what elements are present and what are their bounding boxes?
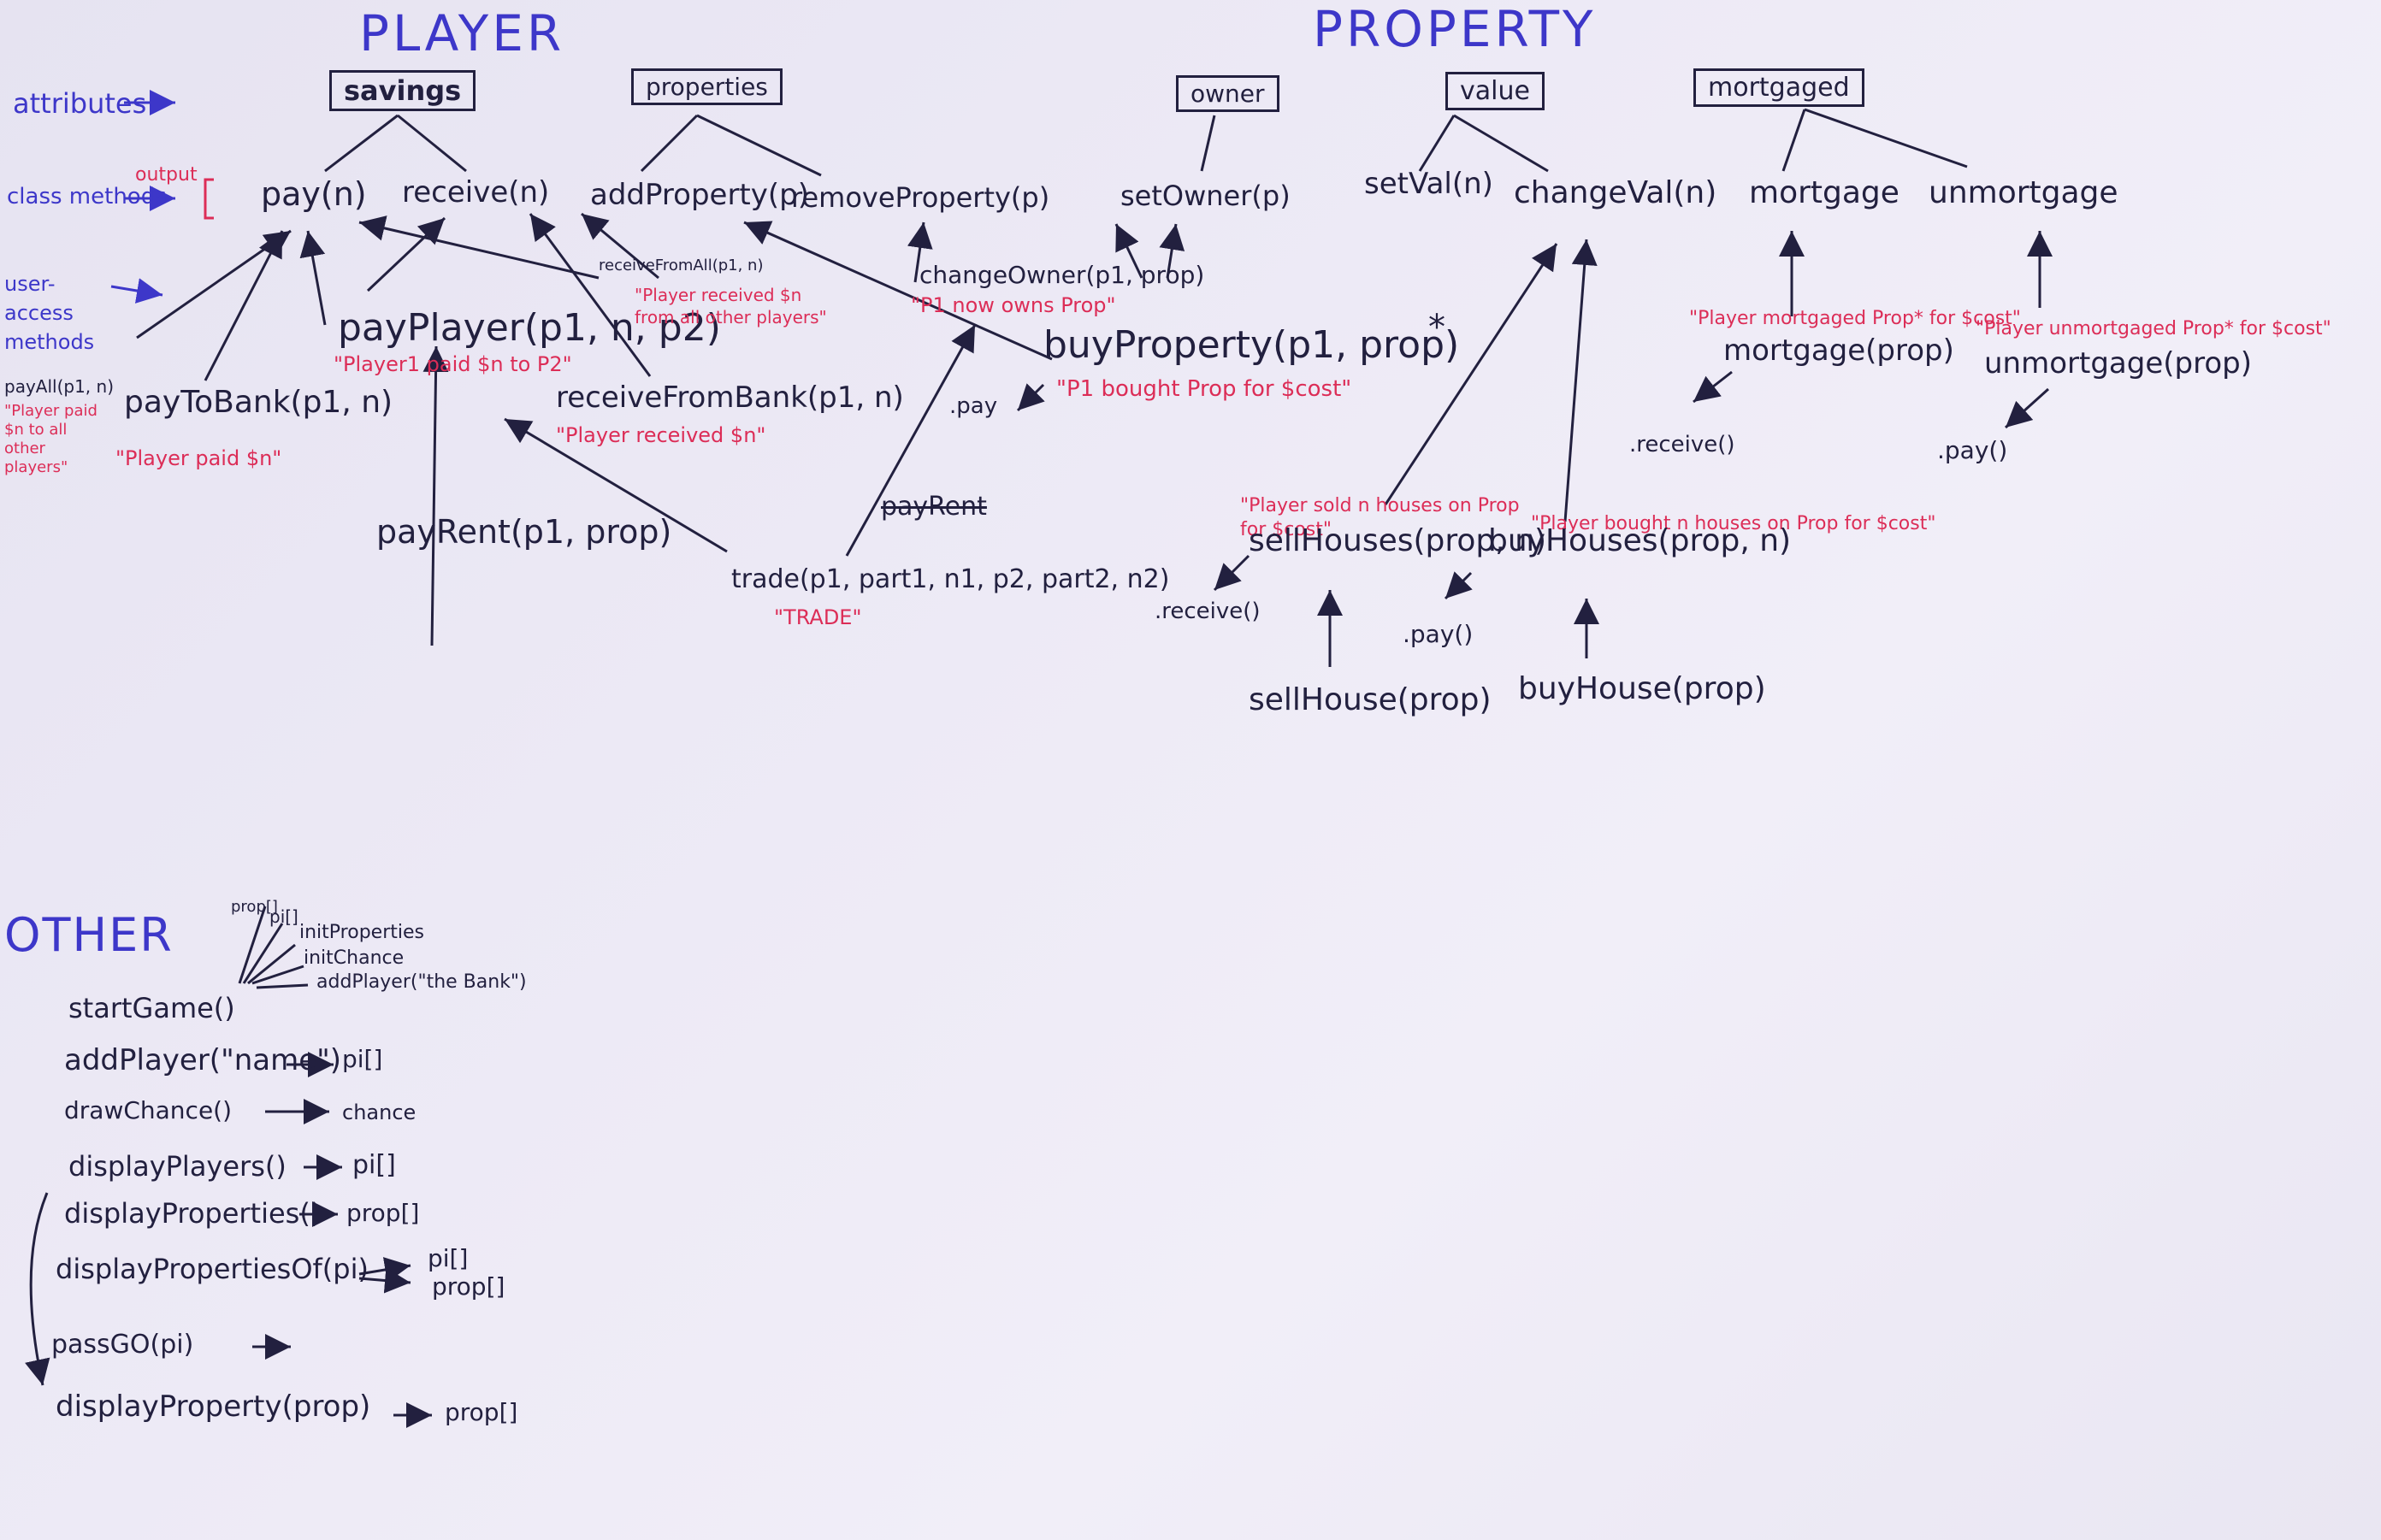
- init-chance: initChance: [304, 947, 405, 969]
- method-unmortgage: unmortgage: [1929, 175, 2118, 210]
- other-pass-go: passGO(pi): [51, 1330, 194, 1360]
- other-draw-chance: drawChance(): [64, 1096, 233, 1124]
- user-access-row-label: user-access methods: [4, 272, 95, 354]
- method-add-property: addProperty(p): [590, 178, 809, 212]
- user-method-unmortgage: unmortgage(prop): [1984, 346, 2252, 381]
- method-change-val: changeVal(n): [1514, 175, 1717, 210]
- user-method-sell-houses: sellHouses(prop, n): [1249, 523, 1547, 558]
- init-pi-array: pi[]: [269, 906, 298, 927]
- crossed-pay-rent: payRent: [881, 492, 987, 522]
- player-heading: PLAYER: [359, 4, 565, 62]
- output-sell-houses: "Player sold n houses on Prop for $cost": [1240, 495, 1520, 540]
- call-receive-sell: .receive(): [1155, 599, 1261, 624]
- method-set-owner: setOwner(p): [1120, 180, 1291, 212]
- call-pay-buyhouses: .pay(): [1403, 620, 1474, 648]
- user-method-pay-all: payAll(p1, n): [4, 376, 114, 397]
- user-method-receive-from-all: receiveFromAll(p1, n): [599, 257, 764, 274]
- output-pay-to-bank: "Player paid $n": [115, 446, 282, 470]
- output-mortgage: "Player mortgaged Prop* for $cost": [1689, 308, 2021, 329]
- call-pay-unmortgage: .pay(): [1937, 436, 2008, 464]
- other-display-property-return: prop[]: [445, 1398, 518, 1426]
- output-pay-all: "Player paid $n to all other players": [4, 402, 97, 476]
- other-display-players: displayPlayers(): [68, 1150, 287, 1183]
- property-heading: PROPERTY: [1313, 0, 1597, 58]
- other-start-game: startGame(): [68, 992, 235, 1024]
- user-method-change-owner: changeOwner(p1, prop): [919, 261, 1205, 289]
- output-receive-from-bank: "Player received $n": [556, 423, 766, 447]
- call-receive-mortgage: .receive(): [1629, 432, 1735, 457]
- other-display-players-return: pi[]: [352, 1150, 396, 1180]
- player-attr-properties: properties: [631, 68, 783, 105]
- output-trade: "TRADE": [774, 605, 862, 629]
- user-method-buy-property: buyProperty(p1, prop): [1043, 323, 1460, 367]
- user-method-buy-houses: buyHouses(prop, n): [1488, 523, 1792, 558]
- output-pay-player: "Player1 paid $n to P2": [334, 352, 572, 376]
- other-heading: OTHER: [4, 908, 174, 962]
- other-display-properties-of-return-2: prop[]: [432, 1272, 505, 1301]
- user-method-receive-from-bank: receiveFromBank(p1, n): [556, 381, 904, 415]
- method-mortgage: mortgage: [1749, 175, 1899, 210]
- property-attr-mortgaged: mortgaged: [1693, 68, 1864, 107]
- other-display-properties: displayProperties(): [64, 1197, 322, 1230]
- user-method-pay-to-bank: payToBank(p1, n): [124, 385, 393, 420]
- user-method-pay-rent: payRent(p1, prop): [376, 513, 672, 551]
- init-add-bank: addPlayer("the Bank"): [316, 971, 527, 993]
- user-method-trade: trade(p1, part1, n1, p2, part2, n2): [731, 564, 1170, 594]
- asterisk-mark: *: [1428, 308, 1445, 347]
- user-method-pay-player: payPlayer(p1, n, p2): [338, 306, 721, 350]
- init-prop-array: prop[]: [231, 898, 278, 916]
- output-receive-from-all: "Player received $n from all other playe…: [635, 285, 827, 327]
- property-attr-owner: owner: [1176, 75, 1279, 112]
- other-display-properties-of-return: pi[]: [428, 1244, 469, 1272]
- other-display-properties-of: displayPropertiesOf(pi): [56, 1253, 369, 1285]
- other-display-properties-return: prop[]: [346, 1199, 420, 1227]
- method-pay: pay(n): [261, 175, 367, 213]
- other-add-player-return: pi[]: [342, 1045, 383, 1073]
- player-attr-savings: savings: [329, 70, 476, 111]
- method-remove-property: removeProperty(p): [791, 181, 1050, 214]
- output-buy-property: "P1 bought Prop for $cost": [1056, 376, 1352, 402]
- method-receive: receive(n): [402, 175, 550, 209]
- output-change-owner: "P1 now owns Prop": [911, 293, 1116, 317]
- class-methods-row-label: class methods: [7, 184, 167, 209]
- output-label: output: [135, 164, 198, 186]
- other-draw-chance-return: chance: [342, 1100, 417, 1124]
- user-method-buy-house: buyHouse(prop): [1518, 671, 1766, 706]
- call-pay-buy: .pay: [949, 393, 998, 419]
- output-buy-houses: "Player bought n houses on Prop for $cos…: [1531, 513, 1936, 534]
- method-set-val: setVal(n): [1364, 167, 1493, 201]
- init-properties: initProperties: [299, 922, 424, 943]
- output-unmortgage: "Player unmortgaged Prop* for $cost": [1976, 318, 2331, 339]
- other-display-property: displayProperty(prop): [56, 1390, 371, 1424]
- attributes-row-label: attributes: [13, 87, 147, 120]
- other-add-player: addPlayer("name"): [64, 1043, 342, 1077]
- user-method-mortgage: mortgage(prop): [1723, 333, 1954, 368]
- property-attr-value: value: [1445, 72, 1545, 110]
- user-method-sell-house: sellHouse(prop): [1249, 682, 1492, 717]
